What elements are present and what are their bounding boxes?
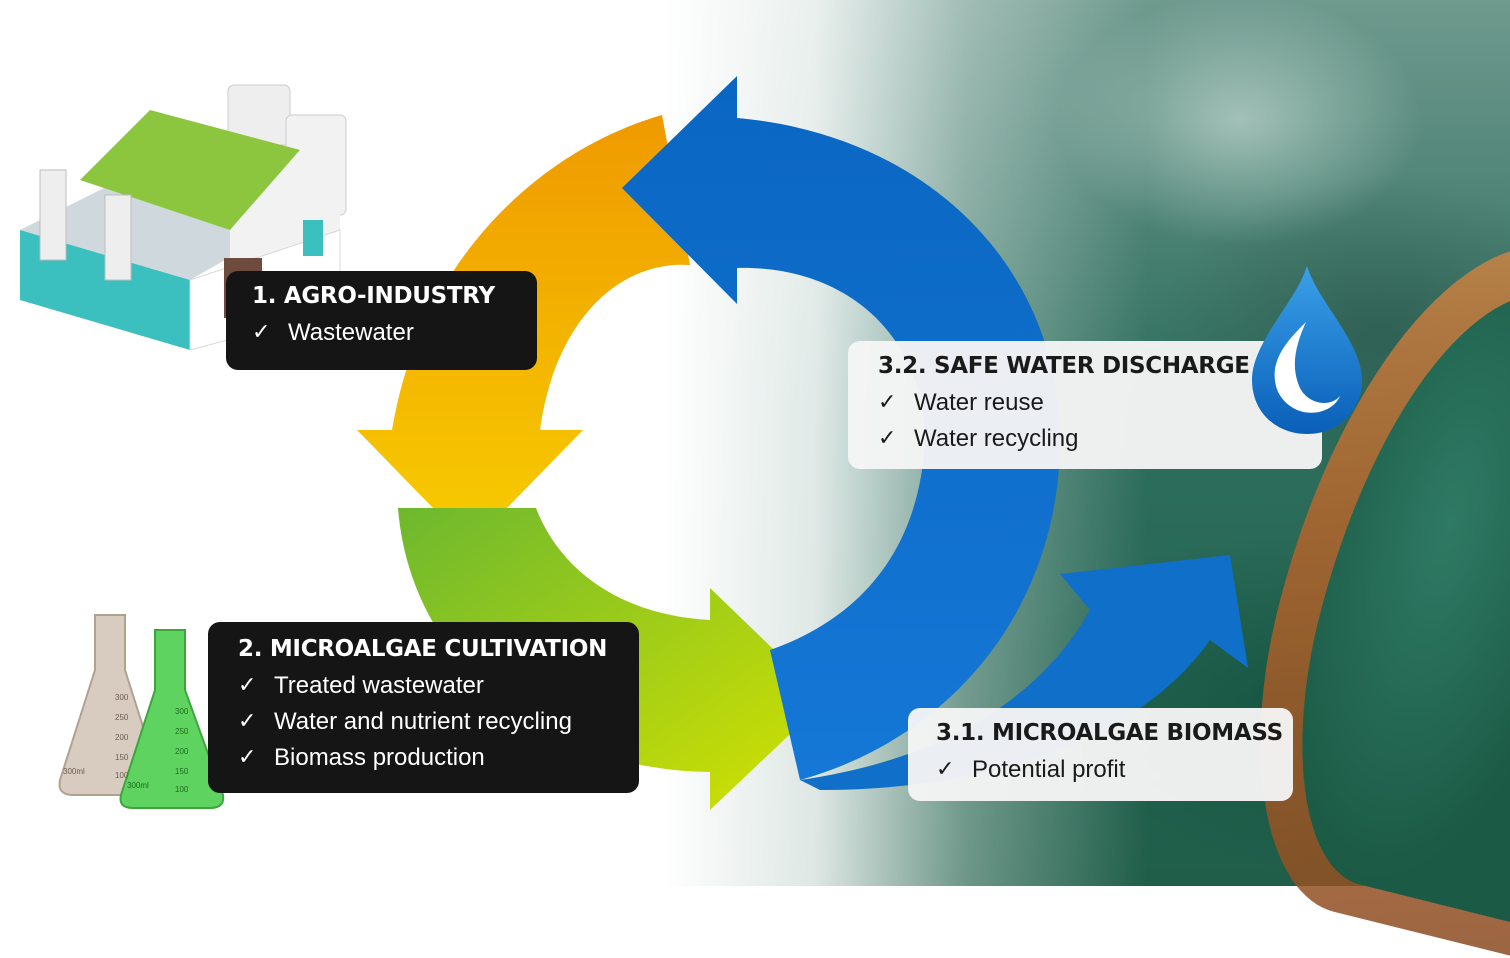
svg-text:150: 150 (175, 767, 189, 776)
step-microalgae-biomass: 3.1. MICROALGAE BIOMASS ✓Potential profi… (908, 708, 1293, 801)
step-title: 3.1. MICROALGAE BIOMASS (936, 720, 1283, 746)
list-item: ✓Water recycling (878, 421, 1322, 457)
svg-text:250: 250 (115, 713, 129, 722)
list-item: ✓Biomass production (238, 740, 639, 776)
svg-text:300: 300 (175, 707, 189, 716)
svg-text:250: 250 (175, 727, 189, 736)
svg-text:200: 200 (115, 733, 129, 742)
svg-text:150: 150 (115, 753, 129, 762)
step-agro-industry: 1. AGRO-INDUSTRY ✓Wastewater (226, 271, 537, 370)
list-item: ✓Water reuse (878, 385, 1322, 421)
step-title: 3.2. SAFE WATER DISCHARGE (878, 353, 1250, 379)
check-icon: ✓ (238, 673, 257, 698)
blue-arrow-branch (800, 555, 1248, 790)
check-icon: ✓ (878, 390, 897, 415)
list-item: ✓Potential profit (936, 752, 1293, 788)
list-item: ✓Treated wastewater (238, 668, 639, 704)
check-icon: ✓ (252, 320, 271, 345)
step-title: 1. AGRO-INDUSTRY (252, 283, 495, 309)
lab-flasks-icon: 300 250 200 150 100 300ml 300 250 200 15… (58, 614, 225, 809)
step-title: 2. MICROALGAE CULTIVATION (238, 636, 608, 662)
check-icon: ✓ (936, 757, 955, 782)
water-drop-icon (1252, 266, 1362, 434)
check-icon: ✓ (238, 745, 257, 770)
svg-text:100: 100 (115, 771, 129, 780)
svg-text:100: 100 (175, 785, 189, 794)
check-icon: ✓ (878, 426, 897, 451)
svg-text:300ml: 300ml (127, 781, 149, 790)
blue-arrow-cycle (622, 76, 1060, 780)
svg-text:200: 200 (175, 747, 189, 756)
step-safe-water-discharge: 3.2. SAFE WATER DISCHARGE ✓Water reuse ✓… (848, 341, 1322, 469)
svg-text:300ml: 300ml (63, 767, 85, 776)
check-icon: ✓ (238, 709, 257, 734)
list-item: ✓Wastewater (252, 315, 537, 351)
step-microalgae-cultivation: 2. MICROALGAE CULTIVATION ✓Treated waste… (208, 622, 639, 793)
svg-text:300: 300 (115, 693, 129, 702)
list-item: ✓Water and nutrient recycling (238, 704, 639, 740)
